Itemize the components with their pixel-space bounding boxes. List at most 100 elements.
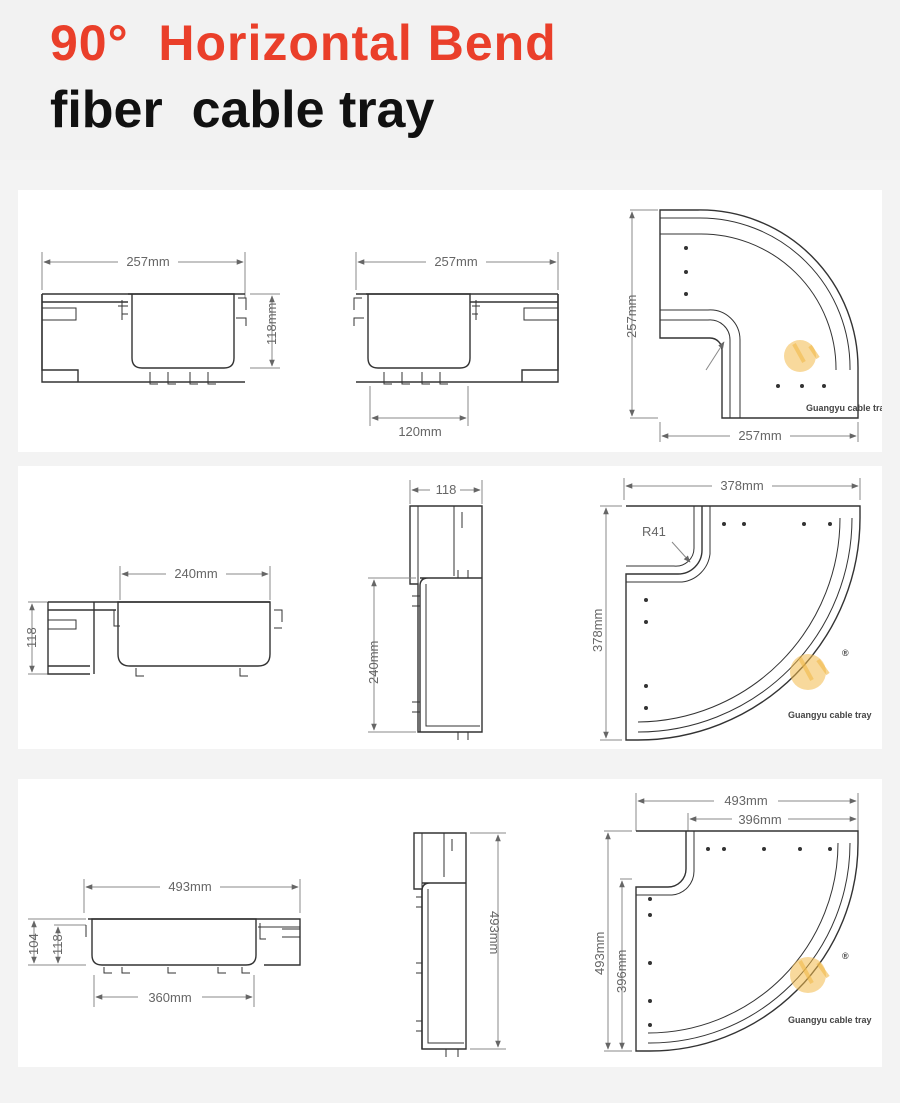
mounting-hole: [648, 1023, 652, 1027]
mounting-hole: [644, 598, 648, 602]
trough-inner: [427, 889, 464, 1044]
mounting-hole: [798, 847, 802, 851]
trough-profile: [366, 293, 471, 369]
side-view-3: 493mm: [413, 832, 506, 1057]
panel-2-drawing: 240mm 118 118: [24, 478, 872, 741]
watermark-brand: Guangyu cable tray: [806, 403, 882, 413]
plan-view-3: 493mm 396mm 493mm 396mm: [592, 793, 872, 1052]
height-dimension-label: 118: [24, 627, 39, 648]
width-dimension-label: 240mm: [174, 566, 217, 581]
side-clips: [416, 896, 459, 1057]
front-view-3: 493mm 104 118 360mm: [26, 879, 301, 1007]
outer-width-dimension-label: 493mm: [724, 793, 767, 808]
inner-height-dimension-label: 396mm: [614, 950, 629, 993]
dim-label-bg: [160, 879, 220, 893]
bottom-clips: [149, 372, 216, 385]
bend-inner-rim: [660, 233, 837, 371]
width-dimension-label: 257mm: [738, 428, 781, 443]
height-dimension-label: 493mm: [487, 911, 502, 954]
watermark-brand: Guangyu cable tray: [788, 1015, 872, 1025]
panel-3-drawing: 493mm 104 118 360mm: [26, 793, 872, 1057]
plan-view-2: 378mm 378mm R41: [590, 478, 872, 741]
bottom-clips: [383, 372, 448, 385]
side-clips: [85, 923, 266, 940]
front-view-left: 257mm 118mm: [41, 252, 280, 385]
side-view-2: 118 240mm: [366, 480, 483, 740]
top-dimension-label: 118: [436, 482, 457, 497]
tray-slot: [523, 307, 559, 321]
width-dimension-label: 257mm: [434, 254, 477, 269]
mounting-hole: [762, 847, 766, 851]
bend-rim: [637, 517, 853, 733]
side-clips: [412, 570, 469, 740]
side-outline: [409, 505, 483, 733]
radius-leader: [671, 541, 691, 563]
outer-height-dimension-label: 104: [26, 933, 41, 955]
height-dimension-label: 118mm: [264, 303, 279, 345]
bend-outline: [635, 830, 859, 1052]
mounting-hole: [648, 913, 652, 917]
mounting-hole: [802, 522, 806, 526]
dim-label-bg: [118, 254, 178, 268]
title-line1: 90° Horizontal Bend: [50, 15, 557, 71]
trough-profile: [128, 293, 235, 369]
mounting-hole: [684, 270, 688, 274]
front-view-right: 257mm 120mm: [353, 252, 559, 439]
height-dimension-label: 378mm: [590, 609, 605, 652]
clip-right: [472, 300, 480, 320]
dim-label-bg: [712, 478, 772, 492]
height-dimension-label: 257mm: [624, 295, 639, 338]
inner-curve: [636, 831, 695, 896]
dim-label-bg: [732, 812, 788, 826]
watermark-brand: Guangyu cable tray: [788, 710, 872, 720]
clip-left: [118, 300, 128, 320]
mounting-hole: [648, 897, 652, 901]
tray-outline: [41, 293, 245, 383]
tray-outline: [88, 918, 301, 966]
side-clips: [113, 609, 283, 629]
tray-outline: [47, 601, 270, 675]
trough-side: [421, 882, 466, 1049]
mounting-hole: [722, 522, 726, 526]
bottom-clips: [135, 668, 248, 677]
title-line2: fiber cable tray: [50, 81, 435, 139]
dim-label-bg: [138, 990, 202, 1004]
dim-label-bg: [430, 482, 460, 496]
mounting-hole: [648, 961, 652, 965]
width-dimension-label: 493mm: [168, 879, 211, 894]
tray-slot: [47, 619, 77, 630]
inner-curve: [626, 506, 711, 583]
bottom-dimension-label: 120mm: [398, 424, 441, 439]
side-details: [421, 833, 453, 889]
trough-inner: [425, 584, 480, 727]
width-dimension-label: 257mm: [126, 254, 169, 269]
clip-right: [236, 297, 247, 326]
tray-outline: [356, 293, 559, 383]
bend-rim-inner: [637, 517, 841, 723]
brand-watermark: Guangyu cable tray: [784, 340, 882, 413]
bottom-clips: [103, 967, 250, 974]
tray-side: [41, 294, 79, 382]
mounting-hole: [822, 384, 826, 388]
tray-side: [521, 294, 559, 382]
mounting-hole: [828, 522, 832, 526]
height-dimension-label: 240mm: [366, 641, 381, 684]
inner-curve: [660, 309, 741, 418]
drawing-panel-3: 493mm 104 118 360mm: [18, 779, 882, 1067]
trough-side: [419, 577, 482, 732]
inner-width-dimension-label: 396mm: [738, 812, 781, 827]
side-details: [417, 506, 463, 584]
header: 90° Horizontal Bend fiber cable tray: [0, 0, 900, 160]
bend-outline: [659, 209, 859, 419]
dim-label-bg: [166, 566, 226, 580]
inner-curve-rim: [660, 319, 731, 418]
watermark-logo-strokes: [798, 657, 830, 681]
watermark-logo-strokes: [798, 960, 830, 984]
drawing-panel-1: 257mm 118mm 257mm: [18, 190, 882, 452]
mounting-hole: [644, 684, 648, 688]
mounting-hole: [648, 999, 652, 1003]
mounting-hole: [684, 292, 688, 296]
mounting-hole: [800, 384, 804, 388]
radius-leader: [705, 341, 725, 371]
